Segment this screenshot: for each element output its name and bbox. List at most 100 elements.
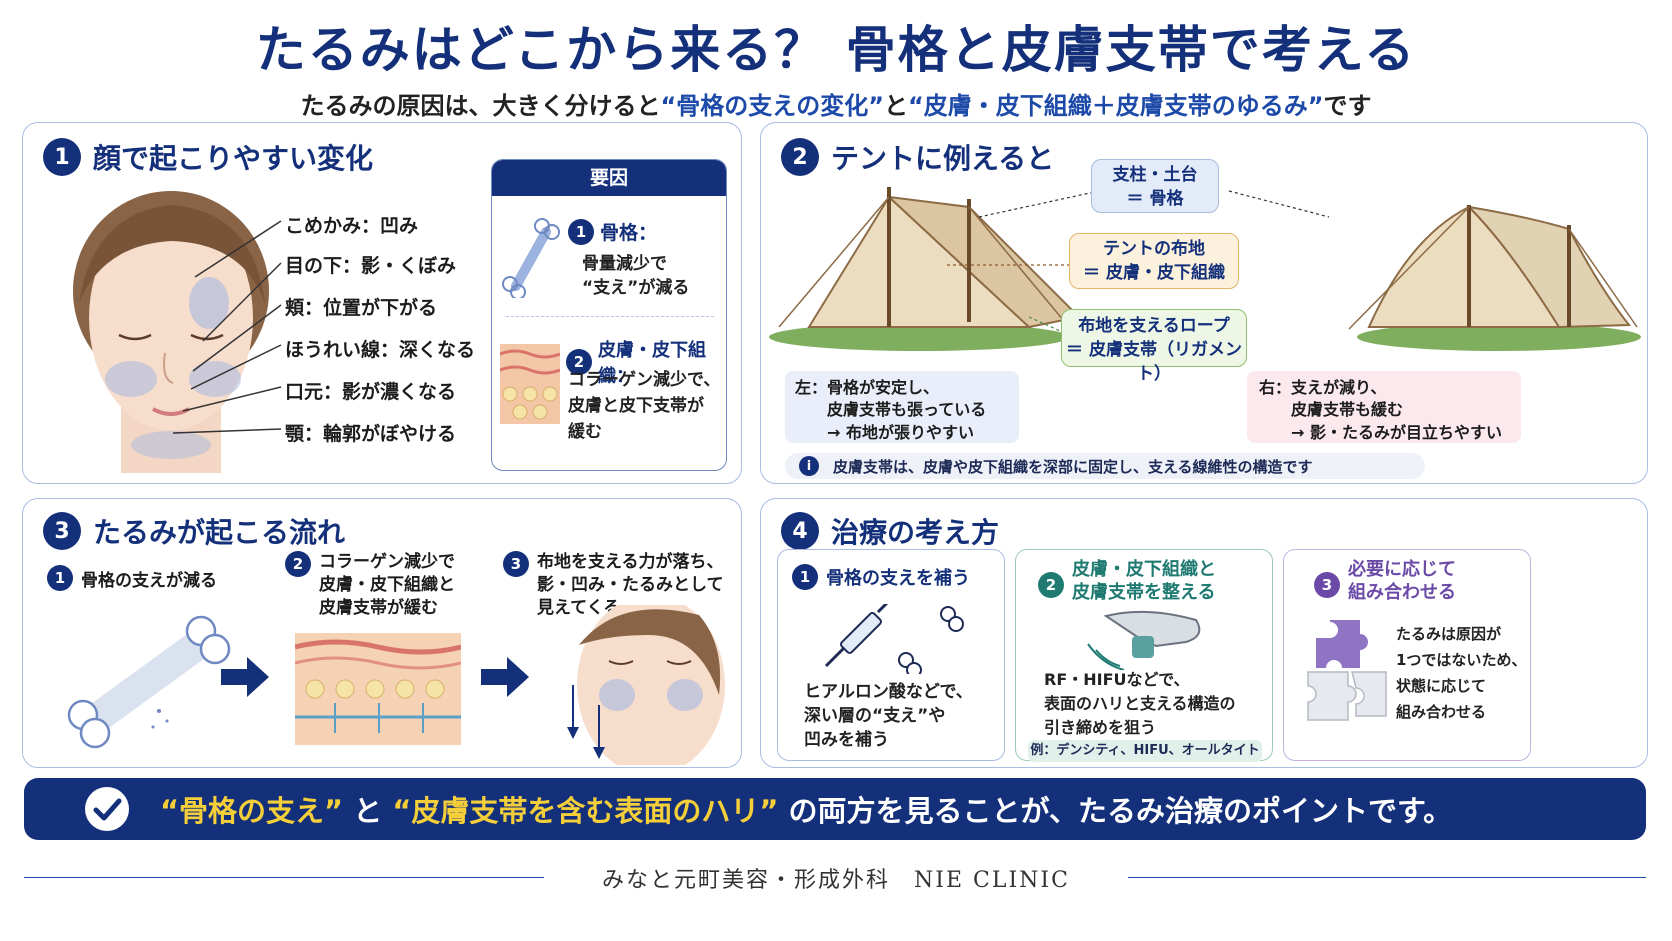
face-item-temple: こめかみ：凹み xyxy=(285,215,419,237)
face-illustration xyxy=(73,191,269,473)
panel-flow-header: 3 たるみが起こる流れ xyxy=(43,511,345,551)
flow-step-2-line-2: 皮膚・皮下組織と xyxy=(319,574,455,595)
step-number: 3 xyxy=(43,512,81,550)
label-rope-ligament: 布地を支えるロープ ＝ 皮膚支帯（リガメント） xyxy=(1061,309,1247,384)
cracked-bone-icon xyxy=(67,615,231,749)
flow-step-2: 2 コラーゲン減少で 皮膚・皮下組織と 皮膚支帯が緩む xyxy=(285,551,455,620)
face-item-mouth: 口元：影が濃くなる xyxy=(285,381,457,403)
panel-title: たるみが起こる流れ xyxy=(93,516,346,549)
card-combine-text-3: 状態に応じて xyxy=(1396,677,1487,695)
step-number: 2 xyxy=(781,138,819,176)
card-skin-title: 皮膚・皮下組織と 皮膚支帯を整える xyxy=(1072,558,1216,605)
card-combine-title-2: 組み合わせる xyxy=(1348,582,1456,604)
flow-step-3-text: 布地を支える力が落ち、 影・凹み・たるみとして 見えてくる xyxy=(537,551,724,620)
face-pointer-lines xyxy=(173,220,282,434)
panel-tent-header: 2 テントに例えると xyxy=(781,137,1054,177)
step-number: 4 xyxy=(781,512,819,550)
info-icon: i xyxy=(799,456,819,476)
card-skin-heading: 2 皮膚・皮下組織と 皮膚支帯を整える xyxy=(1038,558,1216,605)
panel-title: 顔で起こりやすい変化 xyxy=(93,142,374,175)
label-rope-line-1: 布地を支えるロープ xyxy=(1078,316,1230,336)
treatment-card-combine: 3 必要に応じて 組み合わせる たるみは原因が 1つではないため、 状態に応じて… xyxy=(1283,549,1531,761)
page-subtitle: たるみの原因は、大きく分けると“骨格の支えの変化”と“皮膚・皮下組織＋皮膚支帯の… xyxy=(0,86,1672,121)
flow-step-number: 3 xyxy=(503,551,529,577)
footer-rest: の両方を見ることが、たるみ治療のポイントです。 xyxy=(778,794,1453,828)
page-title: たるみはどこから来る？ 骨格と皮膚支帯で考える xyxy=(255,21,1417,79)
card-combine-title: 必要に応じて 組み合わせる xyxy=(1348,558,1456,605)
card-skin-text-2: 表面のハリと支える構造の xyxy=(1044,694,1236,713)
factor-bone-text-2: “支え”が減る xyxy=(582,278,690,298)
treatment-card-skin: 2 皮膚・皮下組織と 皮膚支帯を整える RF・HIFUなどで、 表面のハリと支え… xyxy=(1015,549,1273,762)
card-bone-text-3: 凹みを補う xyxy=(804,730,889,750)
factor-skin-text-2: 皮膚と皮下支帯が xyxy=(568,396,704,416)
footer-mid: と xyxy=(343,794,393,828)
right-note-line-3: → 影・たるみが目立ちやすい xyxy=(1291,422,1502,442)
tent-illustration xyxy=(769,187,1641,351)
info-note: i 皮膚支帯は、皮膚や皮下組織を深部に固定し、支える線維性の構造です xyxy=(785,453,1425,479)
clinic-credit: みなと元町美容・形成外科 NIE CLINIC xyxy=(602,868,1070,893)
arrow-right-icon xyxy=(221,657,269,697)
flow-step-number: 1 xyxy=(47,565,73,591)
factor-number: 1 xyxy=(568,218,594,245)
step-number: 1 xyxy=(43,138,81,176)
factor-number: 2 xyxy=(566,349,592,375)
left-tent-note: 左：骨格が安定し、 皮膚支帯も張っている → 布地が張りやすい xyxy=(785,371,1019,443)
label-fabric-line-1: テントの布地 xyxy=(1103,239,1205,259)
card-bone-text-2: 深い層の“支え”や xyxy=(804,706,946,726)
puzzle-icon xyxy=(1307,620,1387,721)
footer-message: “骨格の支え” と “皮膚支帯を含む表面のハリ” の両方を見ることが、たるみ治療… xyxy=(160,788,1452,830)
panel-face-changes-header: 1 顔で起こりやすい変化 xyxy=(43,137,373,177)
flow-step-3-line-2: 影・凹み・たるみとして xyxy=(537,574,724,595)
flow-step-3-line-3: 見えてくる xyxy=(537,597,621,618)
footer-highlight-2: “皮膚支帯を含む表面のハリ” xyxy=(392,794,779,828)
card-skin-title-2: 皮膚支帯を整える xyxy=(1072,582,1216,604)
card-combine-text-2: 1つではないため、 xyxy=(1396,651,1527,669)
factor-skin-title: 皮膚・皮下組織： xyxy=(598,340,706,387)
card-number: 3 xyxy=(1314,572,1340,598)
card-number: 1 xyxy=(792,564,818,590)
card-combine-heading: 3 必要に応じて 組み合わせる xyxy=(1314,558,1456,605)
card-combine-text-1: たるみは原因が xyxy=(1396,625,1502,643)
skin-layer-icon xyxy=(500,344,560,424)
face-item-nasolabial: ほうれい線：深くなる xyxy=(285,339,476,361)
factor-box: 要因 1 骨格： 骨量減少で “支え”が減る 2 皮膚・皮下組織： xyxy=(491,159,727,471)
subtitle-highlight-1: “骨格の支えの変化” xyxy=(660,92,884,120)
footer-highlight-1: “骨格の支え” xyxy=(160,794,344,828)
card-skin-text-3: 引き締めを狙う xyxy=(1044,718,1157,737)
syringe-bone-icon xyxy=(824,604,964,674)
card-bone-heading: 1 骨格の支えを補う xyxy=(792,564,970,590)
card-combine-text-4: 組み合わせる xyxy=(1396,703,1487,721)
label-tent-fabric: テントの布地 ＝ 皮膚・皮下組織 xyxy=(1069,233,1239,289)
card-combine-title-1: 必要に応じて xyxy=(1348,559,1456,580)
label-rope-line-2: ＝ 皮膚支帯（リガメント） xyxy=(1066,339,1242,384)
panel-treatment: 4 治療の考え方 1 骨格の支えを補う ヒアルロン酸などで、 深い層の“支え”や… xyxy=(760,498,1648,768)
face-item-cheek: 頬：位置が下がる xyxy=(285,297,438,319)
factor-skin-heading: 2 皮膚・皮下組織： xyxy=(566,336,726,388)
panel-title: 治療の考え方 xyxy=(831,516,1000,549)
arrow-right-icon xyxy=(481,657,529,697)
factor-box-title: 要因 xyxy=(492,160,726,196)
label-fabric-line-2: ＝ 皮膚・皮下組織 xyxy=(1083,262,1225,283)
sagging-face-icon xyxy=(567,605,725,765)
flow-step-2-line-3: 皮膚支帯が緩む xyxy=(319,597,438,618)
flow-step-3-line-1: 布地を支える力が落ち、 xyxy=(537,552,724,572)
check-icon xyxy=(85,787,129,831)
card-skin-example: 例：デンシティ、HIFU、オールタイト xyxy=(1028,740,1262,762)
factor-skin-text-3: 緩む xyxy=(568,422,602,442)
subtitle-post: です xyxy=(1323,92,1372,120)
card-bone-text-1: ヒアルロン酸などで、 xyxy=(804,682,973,702)
factor-skin-text-1: コラーゲン減少で、 xyxy=(568,370,721,390)
footer-banner: “骨格の支え” と “皮膚支帯を含む表面のハリ” の両方を見ることが、たるみ治療… xyxy=(24,778,1646,840)
card-number: 2 xyxy=(1038,572,1064,598)
flow-step-3: 3 布地を支える力が落ち、 影・凹み・たるみとして 見えてくる xyxy=(503,551,724,620)
card-bone-title: 骨格の支えを補う xyxy=(826,568,970,589)
subtitle-mid: と xyxy=(884,92,908,120)
flow-step-number: 2 xyxy=(285,551,311,577)
factor-divider xyxy=(506,316,714,317)
flow-step-2-text: コラーゲン減少で 皮膚・皮下組織と 皮膚支帯が緩む xyxy=(319,551,455,620)
info-text: 皮膚支帯は、皮膚や皮下組織を深部に固定し、支える線維性の構造です xyxy=(833,457,1313,476)
label-pole-line-1: 支柱・土台 xyxy=(1112,165,1198,185)
right-note-line-2: 皮膚支帯も緩む xyxy=(1291,400,1404,420)
left-note-line-1: 左：骨格が安定し、 xyxy=(795,378,940,397)
panel-sagging-flow: 3 たるみが起こる流れ 1 骨格の支えが減る 2 コラーゲン減少で 皮膚・皮下組… xyxy=(22,498,742,768)
